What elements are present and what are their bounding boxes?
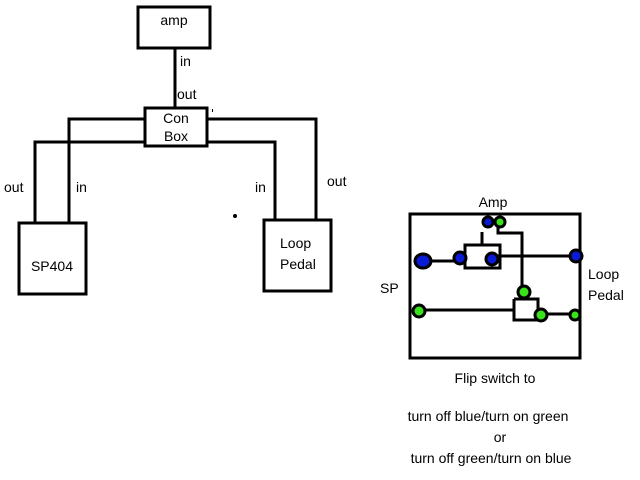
green-loop-terminal [568,308,582,322]
con-box [143,106,209,148]
blue-switch-out-terminal [484,251,500,267]
loop-pedal-label-line2: Pedal [280,256,316,272]
sp404-label: SP404 [31,258,73,274]
amp-label: amp [160,12,187,28]
sp404-out-wire [33,140,145,223]
switch-sp-label: SP [380,280,399,296]
con-box-label-line2: Box [164,128,188,144]
loop-out-wire [207,117,318,220]
green-sp-terminal [411,303,427,319]
signal-chain-diagram: amp Con Box SP404 Loop Pedal in out out … [4,5,347,296]
caption-line4: turn off green/turn on blue [411,450,572,466]
switch-loop-label-line1: Loop [588,266,619,282]
switch-loop-label-line2: Pedal [588,287,624,303]
sp404-box [17,221,88,296]
green-switch-out-terminal [533,307,549,323]
caption-line3: or [494,429,507,445]
amp-box [136,5,212,50]
green-amp-terminal [493,215,507,229]
blue-sp-terminal [413,252,433,270]
blue-switch-in-terminal [452,250,468,266]
loop-in-label: in [255,179,266,195]
switch-amp-label: Amp [479,194,508,210]
blue-amp-terminal [481,215,495,229]
green-switch-in-terminal [516,284,532,300]
sp404-in-wire [67,117,145,223]
switch-diagram: Amp SP Loop Pedal [380,194,624,360]
loop-out-label: out [327,173,347,189]
stray-dot [233,214,237,218]
amp-in-label: in [180,53,191,69]
caption: Flip switch to turn off blue/turn on gre… [408,370,572,466]
con-box-label-line1: Con [163,110,189,126]
blue-loop-terminal [568,248,584,264]
sp404-out-label: out [4,179,24,195]
caption-line1: Flip switch to [455,370,536,386]
sp404-in-label: in [76,179,87,195]
caption-line2: turn off blue/turn on green [408,408,569,424]
stray-mark [212,109,213,112]
loop-pedal-label-line1: Loop [280,235,311,251]
loop-in-wire [207,140,277,220]
conbox-out-label: out [177,86,197,102]
blue-switch-body [463,232,502,270]
loop-pedal-box [262,218,333,293]
switch-enclosure [408,212,582,360]
